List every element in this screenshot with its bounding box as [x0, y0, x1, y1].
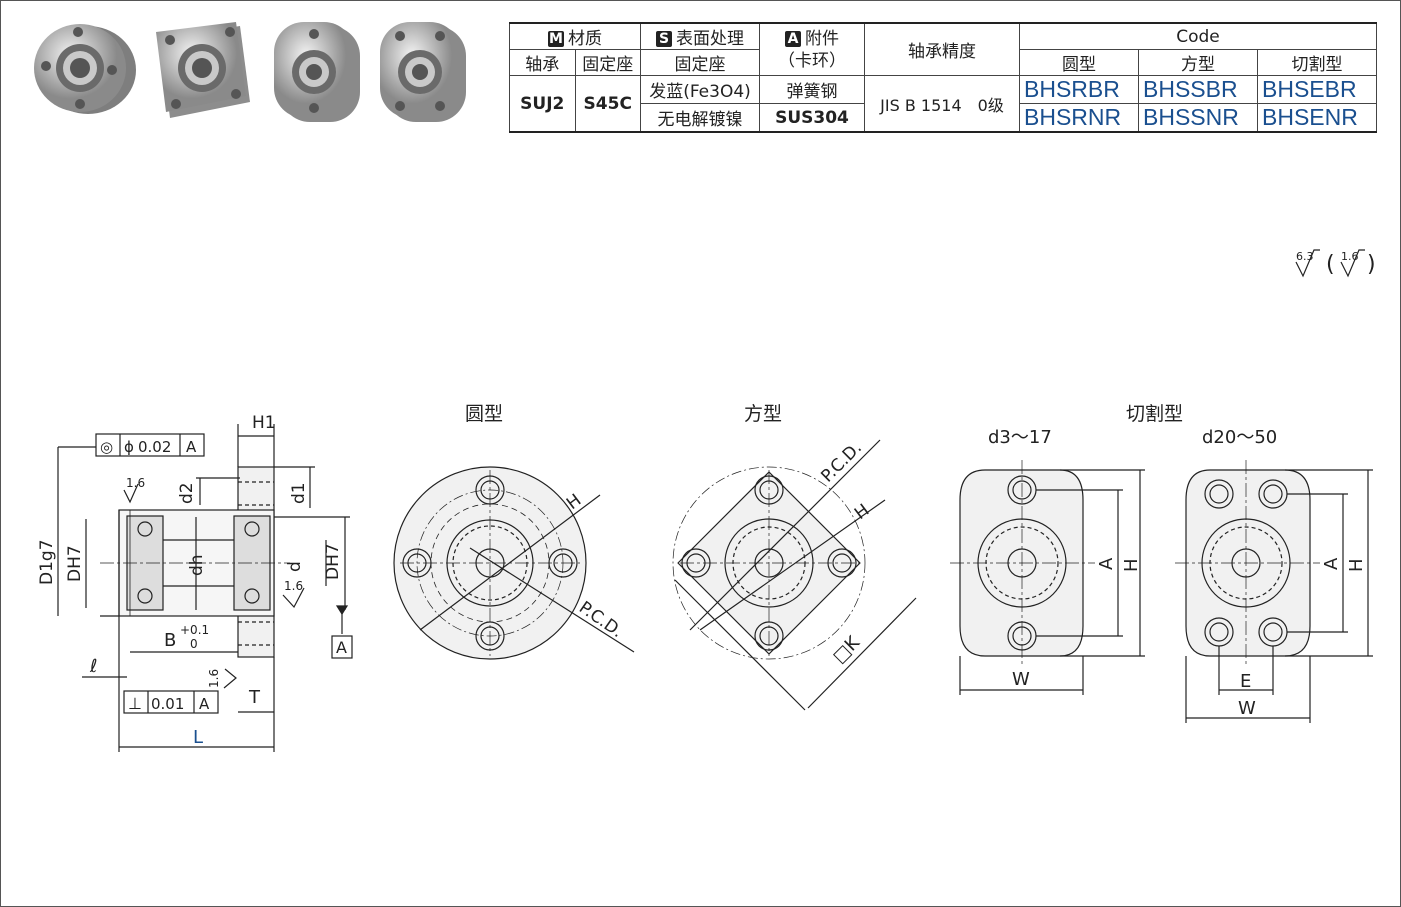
square-header: 方型 — [1138, 49, 1258, 76]
cut-flange-large-view — [1175, 460, 1373, 723]
dim-DH7: DH7 — [65, 545, 85, 582]
phi-symbol: ϕ — [124, 438, 134, 456]
cut-flange-small-view — [950, 460, 1145, 695]
housing-header-2: 固定座 — [640, 49, 760, 76]
title-cut-large: d20～50 — [1202, 427, 1277, 448]
perpendicularity-symbol: ⊥ — [128, 694, 142, 713]
roughness-seat: 1.6 — [284, 579, 303, 593]
code-cut-nickel: BHSENR — [1257, 103, 1377, 133]
title-square: 方型 — [744, 403, 782, 425]
round-flange-photo — [34, 24, 136, 114]
cut-flange-photo-a — [274, 22, 360, 122]
code-round-black: BHSRBR — [1019, 75, 1139, 104]
cut-large-label-W: W — [1238, 698, 1256, 719]
code-cut-black: BHSEBR — [1257, 75, 1377, 104]
attachment-sus304: SUS304 — [759, 103, 865, 133]
dim-d2: d2 — [177, 482, 197, 504]
cut-small-label-A: A — [1096, 557, 1117, 570]
badge-a: A — [785, 30, 801, 47]
cut-flange-photo-b — [380, 22, 466, 122]
roughness-other: 1.6 — [1341, 250, 1359, 263]
bearing-header: 轴承 — [509, 49, 576, 76]
concentricity-symbol: ◎ — [100, 438, 113, 456]
dim-H1: H1 — [252, 413, 276, 433]
dim-D1g7: D1g7 — [37, 539, 57, 585]
title-cut-small: d3～17 — [988, 427, 1052, 448]
dim-d1: d1 — [289, 482, 309, 504]
section-view — [57, 424, 353, 752]
perpendicularity-tolerance: 0.01 — [151, 695, 184, 713]
cut-header: 切割型 — [1257, 49, 1377, 76]
concentricity-tolerance: 0.02 — [138, 438, 171, 456]
title-round: 圆型 — [465, 403, 503, 425]
square-flange-photo — [156, 22, 250, 118]
roughness-face: 1.6 — [207, 669, 221, 688]
roughness-paren-open: ( — [1326, 252, 1335, 277]
dim-d: d — [285, 561, 305, 572]
dim-B: B — [164, 630, 176, 651]
cut-small-label-W: W — [1012, 669, 1030, 690]
round-flange-view — [393, 466, 635, 660]
dim-dh: dh — [187, 554, 207, 576]
housing-material: S45C — [574, 75, 641, 133]
roughness-paren-close: ) — [1367, 252, 1376, 277]
cut-large-label-E: E — [1240, 671, 1251, 692]
dim-B-tol-plus: +0.1 — [180, 623, 209, 637]
housing-header: 固定座 — [574, 49, 641, 76]
dim-DH7-right: DH7 — [323, 543, 343, 580]
square-label-H: H — [851, 500, 873, 524]
bearing-accuracy: JIS B 1514 0级 — [864, 75, 1020, 133]
roughness-main: 6.3 — [1296, 250, 1314, 263]
title-cut: 切割型 — [1126, 403, 1183, 425]
square-label-pcd: P.C.D. — [817, 438, 866, 487]
dim-ell: ℓ — [89, 656, 97, 677]
dim-B-tol-zero: 0 — [190, 637, 198, 651]
perpendicularity-datum: A — [199, 695, 210, 713]
dim-L: L — [193, 727, 203, 748]
badge-m: M — [548, 31, 564, 47]
dim-T: T — [248, 687, 261, 708]
attachment-spring-steel: 弹簧钢 — [759, 75, 865, 104]
cut-small-label-H: H — [1121, 558, 1142, 572]
roughness-symbol — [1295, 249, 1365, 278]
square-label-K: □K — [829, 631, 865, 667]
cut-large-label-A: A — [1321, 557, 1342, 570]
surface-nickel: 无电解镀镍 — [640, 103, 760, 133]
surface-black-oxide: 发蓝(Fe3O4) — [640, 75, 760, 104]
datum-A: A — [336, 638, 347, 657]
roughness-bore: 1.6 — [126, 476, 145, 490]
accuracy-header: 轴承精度 — [864, 22, 1020, 76]
bearing-material: SUJ2 — [509, 75, 576, 133]
badge-s: S — [656, 31, 672, 47]
concentricity-datum: A — [186, 438, 197, 456]
cut-large-label-H: H — [1346, 558, 1367, 572]
square-flange-view — [672, 439, 917, 711]
